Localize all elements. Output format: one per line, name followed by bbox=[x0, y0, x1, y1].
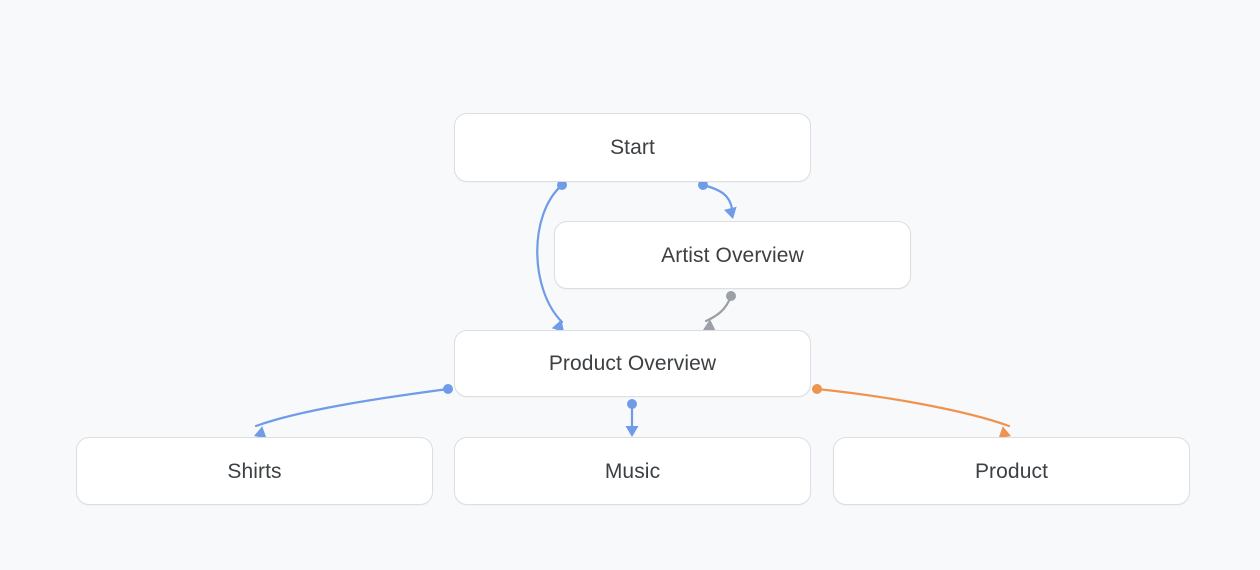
node-music[interactable]: Music bbox=[454, 437, 811, 505]
edge-line bbox=[704, 294, 733, 323]
node-shirts[interactable]: Shirts bbox=[76, 437, 433, 505]
edge-source-dot bbox=[627, 399, 637, 409]
node-label-shirts: Shirts bbox=[227, 459, 282, 483]
node-artist-overview[interactable]: Artist Overview bbox=[554, 221, 911, 289]
edge-arrowhead bbox=[625, 426, 639, 437]
node-label-music: Music bbox=[604, 459, 661, 483]
edge-source-dot bbox=[812, 384, 822, 394]
node-label-product: Product bbox=[974, 459, 1049, 483]
node-label-product-overview: Product Overview bbox=[548, 352, 717, 375]
edge-line bbox=[701, 183, 734, 211]
edge-source-dot bbox=[443, 384, 453, 394]
node-product-overview[interactable]: Product Overview bbox=[454, 330, 811, 397]
edge-start-to-artist-overview bbox=[698, 180, 737, 219]
edge-source-dot bbox=[726, 291, 736, 301]
edge-product-overview-to-shirts bbox=[254, 384, 453, 439]
edge-product-overview-to-music bbox=[625, 399, 639, 437]
node-label-start: Start bbox=[610, 136, 655, 159]
node-label-artist-overview: Artist Overview bbox=[661, 243, 804, 267]
edge-product-overview-to-product bbox=[812, 384, 1011, 439]
edge-line bbox=[254, 387, 450, 428]
node-product[interactable]: Product bbox=[833, 437, 1190, 505]
edge-line bbox=[815, 387, 1011, 428]
node-start[interactable]: Start bbox=[454, 113, 811, 182]
edges-group bbox=[254, 180, 1011, 439]
edge-arrowhead bbox=[723, 206, 737, 219]
